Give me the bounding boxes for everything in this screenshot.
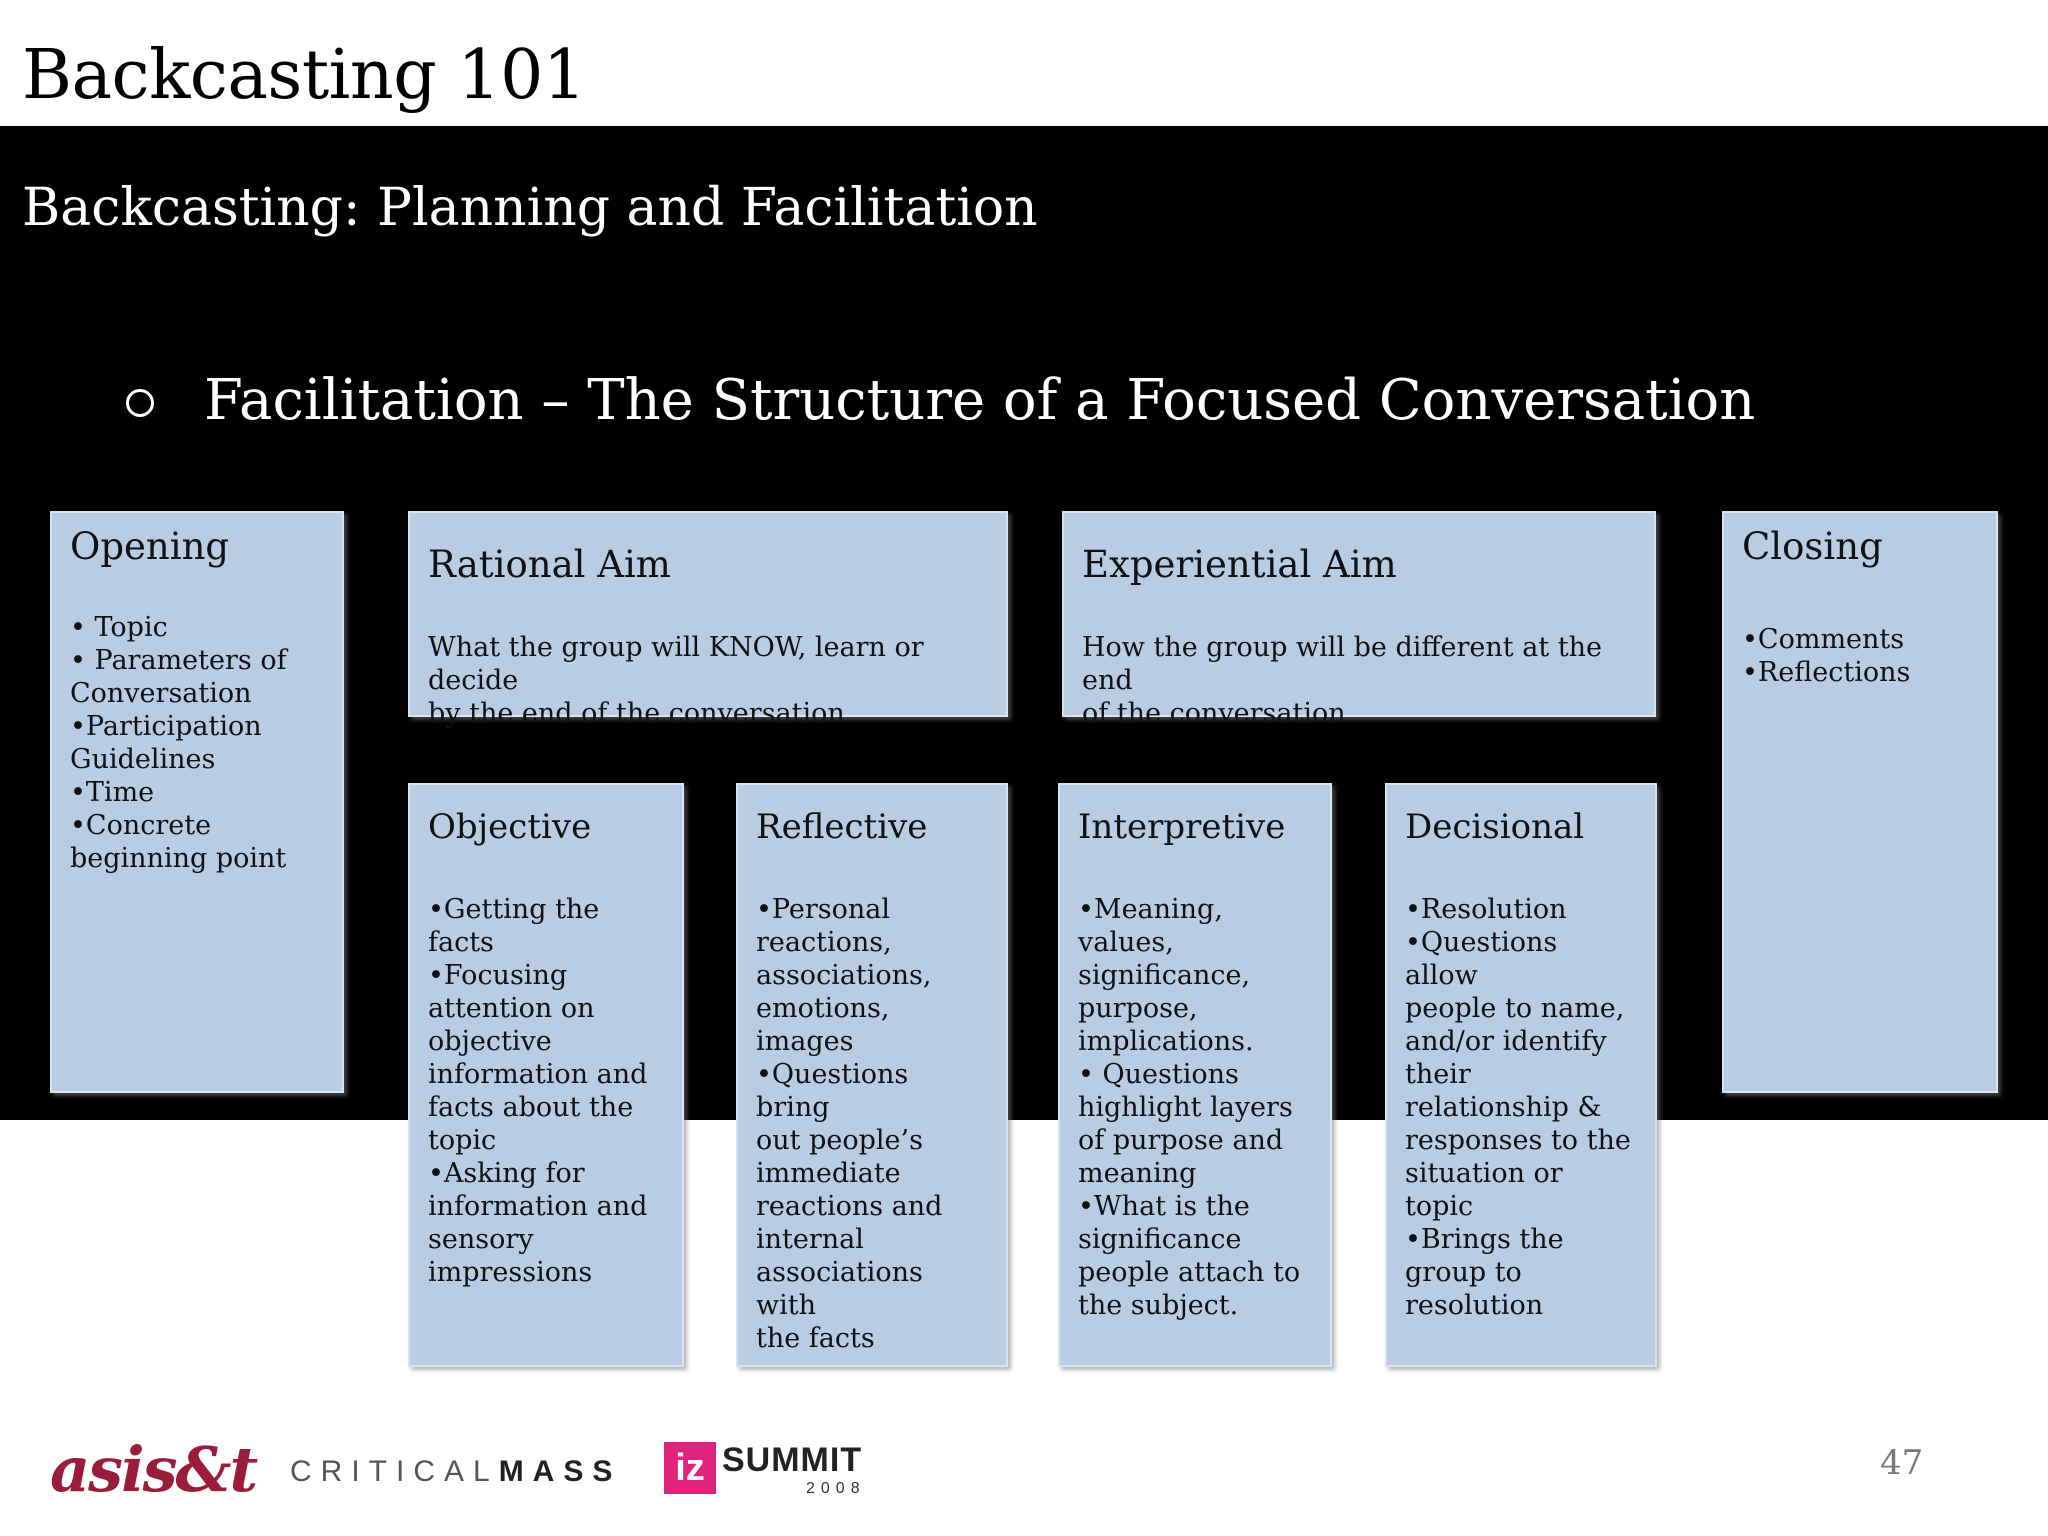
decisional-line: relationship & bbox=[1405, 1092, 1602, 1123]
rational-aim-line: What the group will KNOW, learn or decid… bbox=[428, 632, 924, 696]
bullet-item: Facilitation – The Structure of a Focuse… bbox=[126, 366, 1755, 436]
objective-heading: Objective bbox=[428, 807, 592, 847]
bullet-text: Facilitation – The Structure of a Focuse… bbox=[204, 368, 1756, 433]
decisional-body: •Resolution •Questions allow people to n… bbox=[1405, 893, 1637, 1322]
objective-line: objective bbox=[428, 1026, 552, 1057]
decisional-line: resolution bbox=[1405, 1290, 1544, 1321]
closing-body: •Comments •Reflections bbox=[1742, 623, 1978, 689]
interpretive-line: values, bbox=[1078, 927, 1174, 958]
reflective-line: associations with bbox=[756, 1257, 923, 1321]
experiential-aim-line: of the conversation bbox=[1082, 698, 1346, 729]
footer-logos: asis&t CRITICALMASS iz SUMMIT 2008 bbox=[0, 1430, 2048, 1520]
opening-box: Opening • Topic • Parameters of Conversa… bbox=[50, 511, 344, 1093]
interpretive-line: highlight layers bbox=[1078, 1092, 1293, 1123]
critical-mass-logo: CRITICALMASS bbox=[290, 1452, 621, 1492]
opening-line: Conversation bbox=[70, 678, 252, 709]
asist-logo: asis&t bbox=[50, 1433, 258, 1506]
decisional-heading: Decisional bbox=[1405, 807, 1585, 847]
opening-line: •Concrete bbox=[70, 810, 212, 841]
reflective-line: •Personal bbox=[756, 894, 890, 925]
critical-mass-logo-bold: MASS bbox=[498, 1455, 622, 1488]
interpretive-line: of purpose and bbox=[1078, 1125, 1284, 1156]
opening-line: • Parameters of bbox=[70, 645, 287, 676]
reflective-line: reactions, bbox=[756, 927, 892, 958]
reflective-body: •Personal reactions, associations, emoti… bbox=[756, 893, 988, 1355]
summit-logo-text: SUMMIT bbox=[722, 1441, 863, 1479]
interpretive-heading: Interpretive bbox=[1078, 807, 1286, 847]
objective-line: •Asking for bbox=[428, 1158, 585, 1189]
objective-line: facts about the bbox=[428, 1092, 634, 1123]
experiential-aim-box: Experiential Aim How the group will be d… bbox=[1062, 511, 1656, 729]
objective-line: topic bbox=[428, 1125, 497, 1156]
objective-line: information and bbox=[428, 1059, 648, 1090]
decisional-line: their bbox=[1405, 1059, 1471, 1090]
decisional-line: situation or topic bbox=[1405, 1158, 1563, 1222]
objective-line: attention on bbox=[428, 993, 595, 1024]
slide-title: Backcasting 101 bbox=[22, 36, 586, 115]
interpretive-line: • Questions bbox=[1078, 1059, 1239, 1090]
interpretive-line: purpose, bbox=[1078, 993, 1198, 1024]
objective-line: information and bbox=[428, 1191, 648, 1222]
closing-box: Closing •Comments •Reflections bbox=[1722, 511, 1998, 1093]
page-number: 47 bbox=[1880, 1443, 1924, 1483]
interpretive-line: people attach to bbox=[1078, 1257, 1301, 1288]
objective-box: Objective •Getting the facts •Focusing a… bbox=[408, 783, 684, 1367]
decisional-line: •Brings the bbox=[1405, 1224, 1564, 1255]
objective-line: •Getting the facts bbox=[428, 894, 600, 958]
opening-line: •Time bbox=[70, 777, 155, 808]
interpretive-box: Interpretive •Meaning, values, significa… bbox=[1058, 783, 1332, 1367]
experiential-aim-line: How the group will be different at the e… bbox=[1082, 632, 1602, 696]
opening-line: • Topic bbox=[70, 612, 168, 643]
interpretive-line: •Meaning, bbox=[1078, 894, 1223, 925]
experiential-aim-body: How the group will be different at the e… bbox=[1082, 631, 1636, 730]
interpretive-body: •Meaning, values, significance, purpose,… bbox=[1078, 893, 1312, 1322]
rational-aim-line: by the end of the conversation bbox=[428, 698, 845, 729]
objective-line: sensory bbox=[428, 1224, 534, 1255]
reflective-line: internal bbox=[756, 1224, 864, 1255]
reflective-line: emotions, images bbox=[756, 993, 890, 1057]
reflective-heading: Reflective bbox=[756, 807, 928, 847]
objective-line: impressions bbox=[428, 1257, 593, 1288]
reflective-line: the facts bbox=[756, 1323, 875, 1354]
reflective-line: •Questions bring bbox=[756, 1059, 909, 1123]
interpretive-line: the subject. bbox=[1078, 1290, 1239, 1321]
objective-line: •Focusing bbox=[428, 960, 568, 991]
decisional-box: Decisional •Resolution •Questions allow … bbox=[1385, 783, 1657, 1367]
iz-logo-icon: iz bbox=[664, 1442, 716, 1494]
experiential-aim-heading: Experiential Aim bbox=[1082, 543, 1397, 586]
opening-line: Guidelines bbox=[70, 744, 216, 775]
slide-subtitle: Backcasting: Planning and Facilitation bbox=[22, 178, 1038, 238]
rational-aim-heading: Rational Aim bbox=[428, 543, 671, 586]
opening-heading: Opening bbox=[70, 525, 230, 568]
decisional-line: people to name, bbox=[1405, 993, 1625, 1024]
summit-logo-year: 2008 bbox=[806, 1480, 866, 1497]
decisional-line: •Resolution bbox=[1405, 894, 1567, 925]
objective-body: •Getting the facts •Focusing attention o… bbox=[428, 893, 664, 1289]
closing-heading: Closing bbox=[1742, 525, 1883, 568]
opening-line: •Participation bbox=[70, 711, 262, 742]
closing-line: •Comments bbox=[1742, 624, 1905, 655]
closing-line: •Reflections bbox=[1742, 657, 1911, 688]
opening-body: • Topic • Parameters of Conversation •Pa… bbox=[70, 611, 324, 875]
rational-aim-box: Rational Aim What the group will KNOW, l… bbox=[408, 511, 1008, 729]
opening-line: beginning point bbox=[70, 843, 287, 874]
decisional-line: responses to the bbox=[1405, 1125, 1631, 1156]
interpretive-line: •What is the bbox=[1078, 1191, 1250, 1222]
critical-mass-logo-light: CRITICAL bbox=[290, 1455, 499, 1488]
interpretive-line: implications. bbox=[1078, 1026, 1254, 1057]
reflective-line: immediate bbox=[756, 1158, 901, 1189]
interpretive-line: significance bbox=[1078, 1224, 1242, 1255]
reflective-line: associations, bbox=[756, 960, 932, 991]
rational-aim-body: What the group will KNOW, learn or decid… bbox=[428, 631, 988, 730]
interpretive-line: significance, bbox=[1078, 960, 1251, 991]
reflective-line: reactions and bbox=[756, 1191, 943, 1222]
reflective-line: out people’s bbox=[756, 1125, 923, 1156]
decisional-line: •Questions allow bbox=[1405, 927, 1558, 991]
hollow-circle-bullet-icon bbox=[126, 389, 154, 417]
decisional-line: and/or identify bbox=[1405, 1026, 1607, 1057]
interpretive-line: meaning bbox=[1078, 1158, 1197, 1189]
reflective-box: Reflective •Personal reactions, associat… bbox=[736, 783, 1008, 1367]
decisional-line: group to bbox=[1405, 1257, 1522, 1288]
